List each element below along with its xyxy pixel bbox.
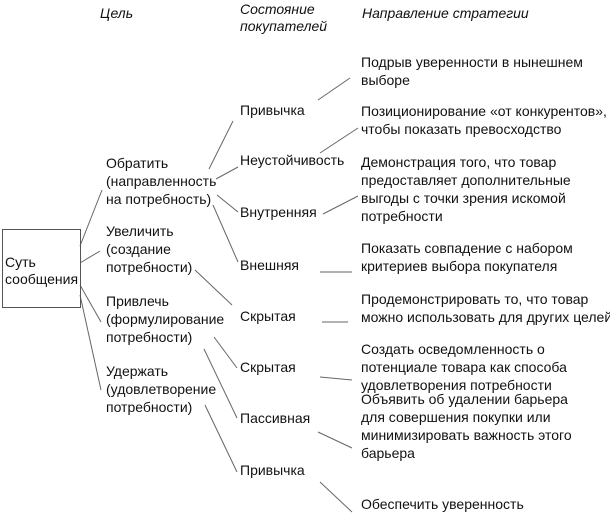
- root-label-1: Суть: [5, 254, 36, 270]
- strategy-5-line-2: можно использовать для других целей: [361, 309, 610, 325]
- state-8: Привычка: [240, 462, 305, 478]
- goal-1-line-3: на потребность): [106, 191, 212, 207]
- goal-3-line-1: Привлечь: [106, 293, 169, 309]
- strategy-2-line-1: Позиционирование «от конкурентов»,: [361, 103, 607, 119]
- strategy-3-line-4: потребности: [361, 208, 443, 224]
- strategy-4-line-1: Показать совпадение с набором: [361, 240, 573, 256]
- strategy-6-line-2: потенциале товара как способа: [361, 359, 567, 375]
- strategy-1-line-2: выборе: [361, 72, 410, 88]
- strategy-8-line-1: Обеспечить уверенность: [361, 496, 524, 512]
- header-strategy: Направление стратегии: [362, 5, 529, 21]
- strategy-5-line-1: Продемонстрировать то, что товар: [361, 291, 589, 307]
- state-5: Скрытая: [240, 308, 296, 324]
- strategy-1-line-1: Подрыв уверенности в нынешнем: [361, 54, 583, 70]
- root-label-2: сообщения: [5, 271, 79, 287]
- strategy-7-line-4: барьера: [361, 445, 415, 461]
- strategy-6-line-1: Создать осведомленность о: [361, 341, 545, 357]
- goal-2-line-2: (создание: [106, 241, 171, 257]
- goal-3-line-2: (формулирование: [106, 311, 225, 327]
- strategy-2-line-2: чтобы показать превосходство: [361, 121, 562, 137]
- header-state-2: покупателей: [240, 18, 328, 34]
- state-1: Привычка: [240, 102, 305, 118]
- strategy-3-line-2: предоставляет дополнительные: [361, 172, 571, 188]
- strategy-7-line-1: Объявить об удалении барьера: [361, 391, 568, 407]
- goal-4-line-2: (удовлетворение: [106, 381, 217, 397]
- strategy-3-line-3: выгоды с точки зрения искомой: [361, 190, 566, 206]
- goal-4-line-3: потребности): [106, 399, 193, 415]
- goal-2-line-1: Увеличить: [106, 223, 174, 239]
- root-box: [2, 229, 81, 308]
- strategy-6-line-3: удовлетворения потребности: [361, 377, 552, 393]
- strategy-3-line-1: Демонстрация того, что товар: [361, 154, 557, 170]
- strategy-4-line-2: критериев выбора покупателя: [361, 258, 558, 274]
- strategy-7-line-3: минимизировать важность этого: [361, 427, 572, 443]
- goal-2-line-3: потребности): [106, 259, 193, 275]
- state-7: Пассивная: [240, 410, 311, 426]
- goal-1-line-2: (направленность: [106, 173, 217, 189]
- state-3: Внутренняя: [240, 204, 317, 220]
- goal-1-line-1: Обратить: [106, 155, 169, 171]
- goal-4-line-1: Удержать: [106, 363, 169, 379]
- strategy-7-line-2: для совершения покупки или: [361, 409, 551, 425]
- header-state-1: Состояние: [240, 1, 315, 17]
- header-goal: Цель: [100, 5, 134, 21]
- state-6: Скрытая: [240, 359, 296, 375]
- state-2: Неустойчивость: [240, 152, 345, 168]
- state-4: Внешняя: [240, 257, 299, 273]
- goal-3-line-3: потребности): [106, 329, 193, 345]
